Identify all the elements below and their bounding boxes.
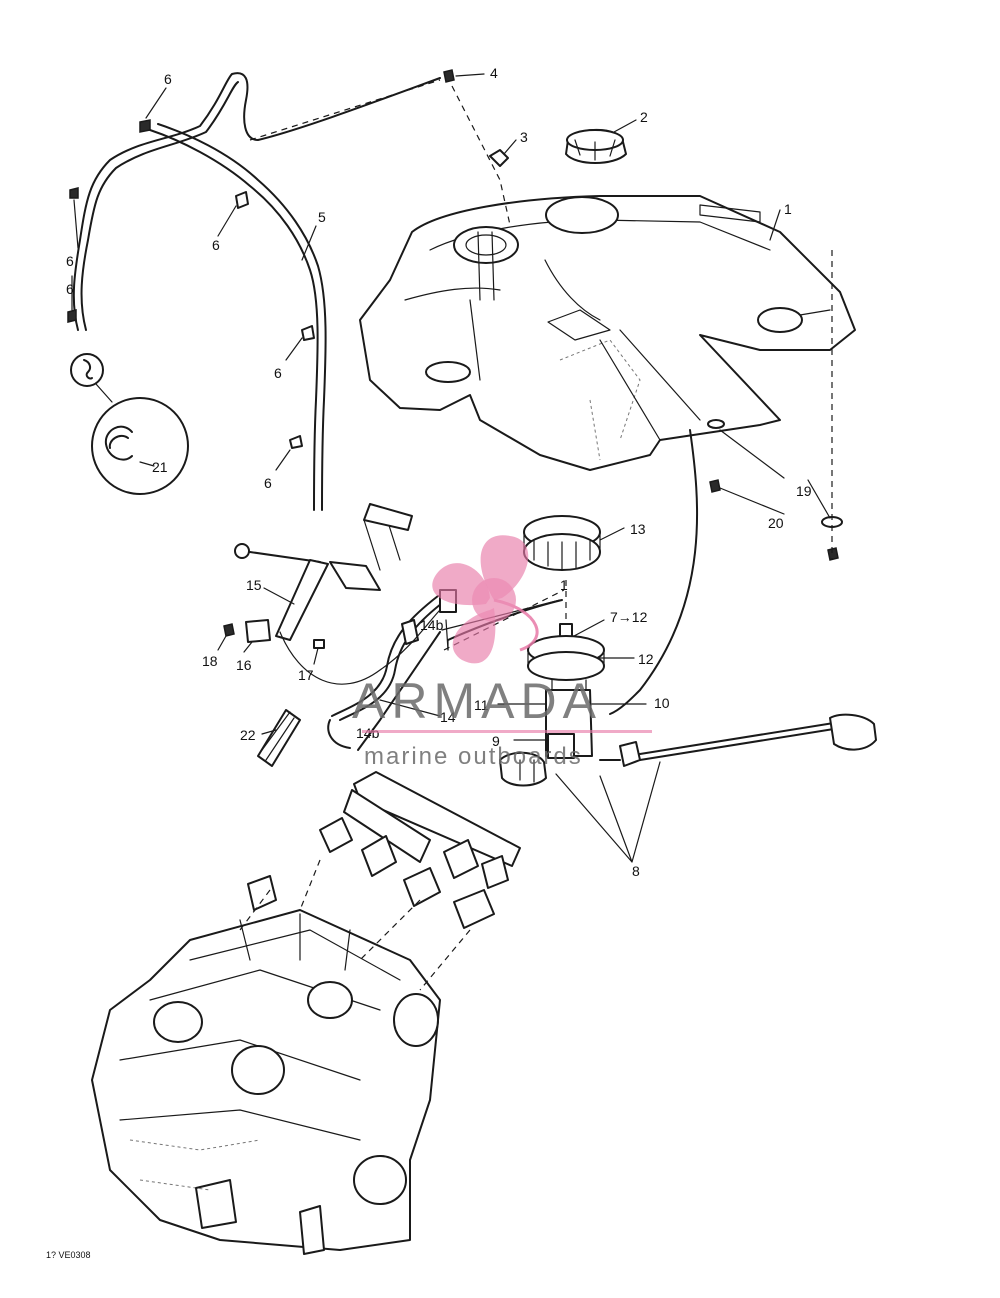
callout-11: 11 [474,697,489,713]
callout-6-mid: 6 [212,237,220,253]
callout-5: 5 [318,209,326,225]
callout-6-left-lower: 6 [66,281,74,297]
callout-10: 10 [654,695,670,711]
callout-22: 22 [240,727,256,743]
washers [707,250,843,561]
fitting-parts [443,69,509,167]
propeller-logo-icon [432,535,539,664]
return-line [609,429,699,715]
callout-13: 13 [630,521,646,537]
hose-clamps [67,119,315,449]
callout-18: 18 [202,653,218,669]
callout-7-12: 7→12 [610,609,648,625]
callout-16: 16 [236,657,252,673]
engine-block [91,859,471,1255]
callout-6-left-upper: 6 [66,253,74,269]
watermark: ARMADA marine outboards [352,535,652,770]
callout-2: 2 [640,109,648,125]
callout-9: 9 [492,733,500,749]
callout-6-top: 6 [164,71,172,87]
callout-14b-upper: 14b [420,617,444,633]
callout-4: 4 [490,65,498,81]
callout-1-section: 1 [560,577,568,593]
callout-20: 20 [768,515,784,531]
callout-15: 15 [246,577,262,593]
callout-6-lower: 6 [274,365,282,381]
vent-hoses [72,72,511,511]
fuel-rail [247,771,521,929]
callout-14: 14 [440,709,456,725]
bracket-parts [223,503,441,685]
detail-21 [70,353,189,495]
lock-ring [523,515,601,571]
fuel-pump-assembly [499,580,877,787]
callout-17: 17 [298,667,314,683]
filler-cap [565,128,627,164]
callout-21: 21 [152,459,168,475]
callout-6-bottom: 6 [264,475,272,491]
watermark-rule [362,730,652,733]
callout-3: 3 [520,129,528,145]
callout-labels: 1 2 3 4 5 6 6 6 6 6 6 7→12 8 9 10 11 12 … [66,65,812,879]
leader-lines [71,73,781,863]
callout-12: 12 [638,651,654,667]
drawing-code: 1? VE0308 [46,1250,91,1260]
callout-1: 1 [784,201,792,217]
hose-22 [257,709,301,767]
fuel-tank [359,195,856,471]
watermark-subtitle: marine outboards [364,743,583,770]
watermark-title: ARMADA [352,673,602,729]
callout-19: 19 [796,483,812,499]
callout-8: 8 [632,863,640,879]
